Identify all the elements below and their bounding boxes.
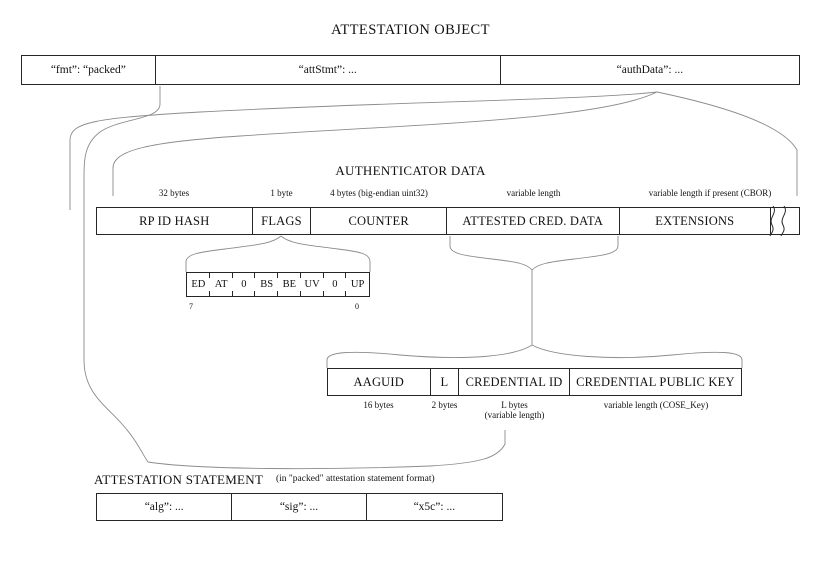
connector-attstmt-right (147, 430, 506, 470)
flag-bit-at[interactable]: AT (210, 273, 233, 296)
flag-bit-rfu2[interactable]: 0 (233, 273, 256, 296)
field-aaguid[interactable]: AAGUID (328, 369, 431, 395)
break-symbol-icon (769, 205, 786, 237)
field-attested-cred-data[interactable]: ATTESTED CRED. DATA (447, 208, 620, 234)
size-label-rp-id-hash: 32 bytes (158, 188, 190, 198)
size-label-aaguid: 16 bytes (363, 400, 394, 410)
attestation-statement-row: “alg”: ... “sig”: ... “x5c”: ... (96, 493, 503, 521)
size-label-credential-id-length: 2 bytes (431, 400, 458, 410)
field-x5c[interactable]: “x5c”: ... (413, 501, 456, 513)
attested-credential-data-row: AAGUID L CREDENTIAL ID CREDENTIAL PUBLIC… (327, 368, 742, 396)
size-label-counter: 4 bytes (big-endian uint32) (330, 188, 428, 198)
field-alg[interactable]: “alg”: ... (97, 494, 233, 520)
field-sig[interactable]: “sig”: ... (232, 494, 367, 520)
field-extensions[interactable]: EXTENSIONS (620, 208, 772, 234)
flag-bit-up[interactable]: UP (350, 279, 365, 290)
authenticator-data-row: RP ID HASH FLAGS COUNTER ATTESTED CRED. … (96, 207, 800, 235)
flag-bit-uv[interactable]: UV (301, 273, 324, 296)
authenticator-data-title: AUTHENTICATOR DATA (335, 163, 486, 178)
connector-cred-upper-left (449, 236, 533, 271)
flags-msb-index: 7 (189, 302, 193, 311)
diagram-title: ATTESTATION OBJECT (331, 22, 490, 38)
size-label-credential-id: L bytes (501, 400, 528, 410)
flag-bit-be[interactable]: BE (278, 273, 301, 296)
field-authdata[interactable]: “authData”: ... (616, 64, 684, 76)
attestation-statement-title: ATTESTATION STATEMENT (94, 472, 264, 487)
connector-cred-lower-right (531, 344, 743, 368)
connector-cred-upper-right (531, 236, 619, 271)
field-fmt[interactable]: “fmt”: “packed” (22, 56, 156, 84)
field-counter[interactable]: COUNTER (311, 208, 447, 234)
flag-bit-rfu1[interactable]: 0 (324, 273, 347, 296)
connector-authdata-inner (112, 91, 658, 196)
attestation-object-row: “fmt”: “packed” “attStmt”: ... “authData… (21, 55, 800, 85)
size-label-credential-public-key: variable length (COSE_Key) (603, 400, 709, 410)
field-rp-id-hash[interactable]: RP ID HASH (97, 208, 253, 234)
size-label-credential-id-note: (variable length) (484, 410, 545, 420)
connector-flags-right (280, 235, 371, 272)
flags-bit-box: ED AT 0 BS BE UV 0 UP (186, 272, 370, 297)
connector-cred-lower-left (326, 344, 533, 368)
size-label-attested-cred-data: variable length (506, 188, 561, 198)
flags-lsb-index: 0 (355, 302, 359, 311)
flag-bit-bs[interactable]: BS (255, 273, 278, 296)
flag-bit-ed[interactable]: ED (187, 273, 210, 296)
field-flags[interactable]: FLAGS (253, 208, 312, 234)
attestation-statement-note: (in "packed" attestation statement forma… (276, 474, 435, 484)
connector-attstmt-left (83, 86, 161, 463)
size-label-flags: 1 byte (270, 188, 293, 198)
connector-flags-left (185, 235, 282, 272)
size-label-extensions: variable length if present (CBOR) (648, 188, 772, 198)
field-credential-id-length[interactable]: L (431, 369, 460, 395)
field-credential-public-key[interactable]: CREDENTIAL PUBLIC KEY (576, 374, 735, 389)
connector-authdata-outer-right (656, 91, 798, 196)
field-attstmt[interactable]: “attStmt”: ... (156, 56, 501, 84)
field-credential-id[interactable]: CREDENTIAL ID (459, 369, 570, 395)
